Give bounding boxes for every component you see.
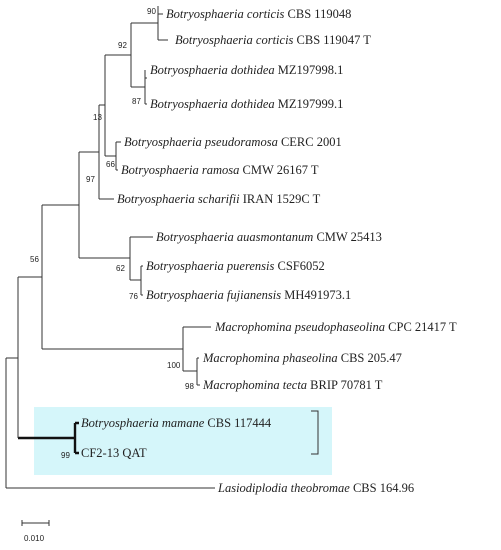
clade-bracket — [311, 410, 319, 455]
taxon-label: Macrophomina tecta BRIP 70781 T — [202, 378, 383, 392]
taxon-label: Macrophomina pseudophaseolina CPC 21417 … — [214, 320, 457, 334]
tree-branches — [5, 6, 215, 489]
scale-bar: 0.010 — [21, 520, 50, 543]
taxon-label: Botryosphaeria corticis CBS 119047 T — [175, 33, 371, 47]
bootstrap-66: 66 — [106, 160, 115, 169]
taxon-label: Botryosphaeria auasmontanum CMW 25413 — [156, 230, 382, 244]
bootstrap-62: 62 — [116, 264, 125, 273]
bootstrap-13: 13 — [93, 113, 102, 122]
bootstrap-76: 76 — [129, 292, 138, 301]
bootstrap-values: 90 92 87 13 66 97 62 76 56 100 98 99 — [30, 7, 194, 460]
taxon-label: Botryosphaeria dothidea MZ197999.1 — [150, 97, 343, 111]
bootstrap-87: 87 — [132, 97, 141, 106]
taxon-label: Botryosphaeria corticis CBS 119048 — [166, 7, 351, 21]
taxon-label-outgroup: Lasiodiplodia theobromae CBS 164.96 — [217, 481, 414, 495]
bootstrap-97: 97 — [86, 175, 95, 184]
taxon-label: Botryosphaeria scharifii IRAN 1529C T — [117, 192, 321, 206]
scale-bar-label: 0.010 — [24, 534, 45, 543]
bootstrap-92: 92 — [118, 41, 127, 50]
taxon-label: Botryosphaeria ramosa CMW 26167 T — [121, 163, 319, 177]
bootstrap-99: 99 — [61, 451, 70, 460]
bootstrap-100: 100 — [167, 361, 181, 370]
bootstrap-56: 56 — [30, 255, 39, 264]
taxon-label-query: CF2-13 QAT — [81, 446, 147, 460]
bootstrap-90: 90 — [147, 7, 156, 16]
taxon-label: Botryosphaeria mamane CBS 117444 — [81, 416, 272, 430]
taxon-label: Botryosphaeria puerensis CSF6052 — [146, 259, 325, 273]
taxon-label: Botryosphaeria dothidea MZ197998.1 — [150, 63, 343, 77]
bootstrap-98: 98 — [185, 382, 194, 391]
taxon-label: Macrophomina phaseolina CBS 205.47 — [202, 351, 402, 365]
highlighted-clade-box — [34, 407, 332, 475]
taxon-labels: Botryosphaeria corticis CBS 119048 Botry… — [81, 7, 457, 495]
taxon-label: Botryosphaeria pseudoramosa CERC 2001 — [124, 135, 342, 149]
taxon-label: Botryosphaeria fujianensis MH491973.1 — [146, 288, 351, 302]
